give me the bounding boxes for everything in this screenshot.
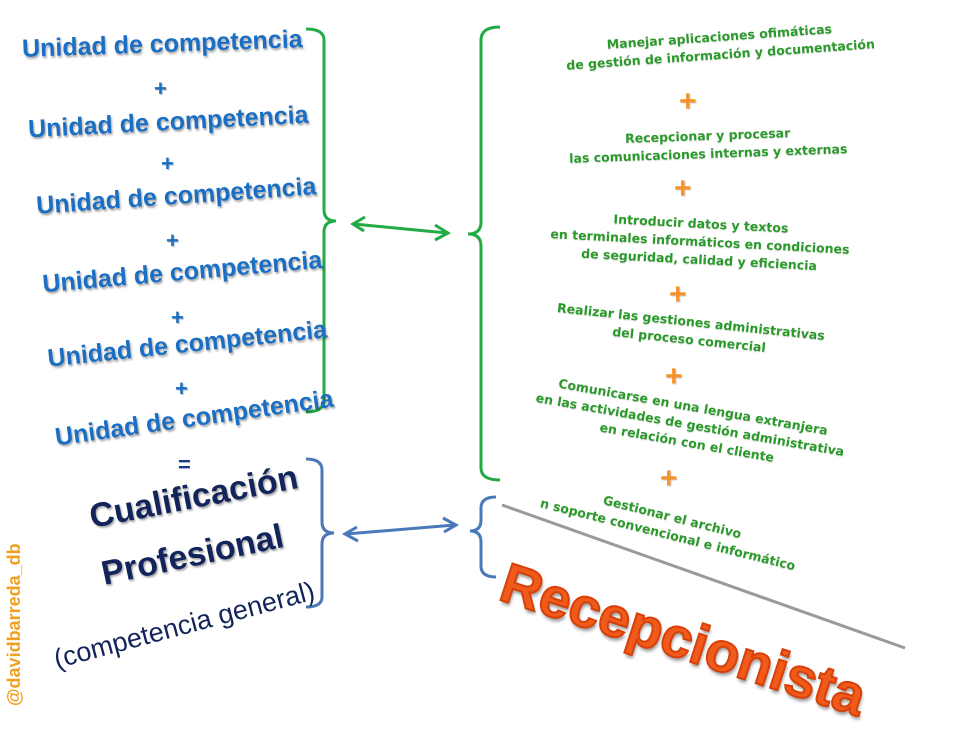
plus-sign: + — [175, 376, 188, 401]
left-green-bracket — [305, 27, 337, 414]
right-blue-bracket — [469, 495, 497, 579]
plus-sign: + — [171, 305, 184, 330]
equals-sign: = — [178, 452, 191, 477]
orange-plus: + — [669, 278, 687, 311]
orange-plus: + — [665, 360, 683, 393]
plus-sign: + — [154, 76, 167, 101]
orange-plus: + — [660, 462, 678, 495]
plus-sign: + — [161, 151, 174, 176]
blue-double-arrow — [341, 516, 460, 543]
orange-plus: + — [679, 85, 697, 118]
orange-plus: + — [674, 172, 692, 205]
green-double-arrow — [350, 215, 452, 242]
right-green-bracket — [467, 25, 501, 482]
left-blue-bracket — [305, 457, 335, 609]
plus-sign: + — [166, 228, 179, 253]
author-credit: @davidbarreda_db — [4, 543, 24, 706]
divider-line — [501, 503, 906, 650]
